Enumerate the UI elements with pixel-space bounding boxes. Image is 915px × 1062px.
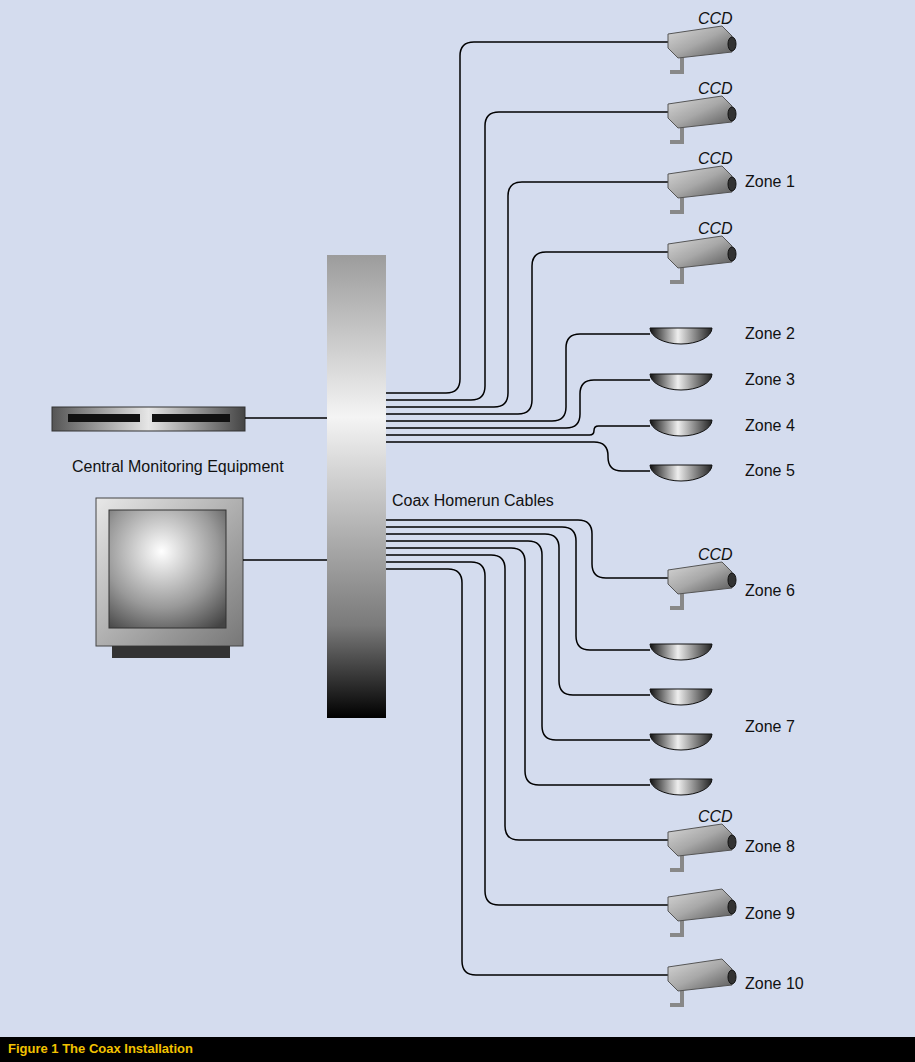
dome-shell <box>650 374 712 390</box>
zone-label: Zone 6 <box>745 582 795 600</box>
camera-type-label: CCD <box>698 80 733 98</box>
box-camera <box>668 959 736 1005</box>
zone-label: Zone 7 <box>745 718 795 736</box>
dome-shell <box>650 328 712 344</box>
camera-body <box>668 562 732 594</box>
camera-body <box>668 236 732 268</box>
box-camera <box>668 166 736 212</box>
distribution-panel <box>327 255 386 718</box>
box-camera <box>668 889 736 935</box>
dome-shell <box>650 689 712 705</box>
camera-type-label: CCD <box>698 808 733 826</box>
box-camera <box>668 824 736 870</box>
coax-cable <box>386 42 668 393</box>
coax-cable <box>386 334 650 421</box>
dome-shell <box>650 734 712 750</box>
coax-cable <box>386 442 650 471</box>
camera-type-label: CCD <box>698 546 733 564</box>
box-camera <box>668 26 736 72</box>
dome-camera <box>650 374 712 390</box>
coax-cable <box>386 569 668 975</box>
dome-camera <box>650 465 712 481</box>
recorder-cable <box>245 417 327 419</box>
dome-camera <box>650 420 712 436</box>
dome-shell <box>650 644 712 660</box>
dome-camera <box>650 734 712 750</box>
zone-label: Zone 8 <box>745 838 795 856</box>
dome-camera <box>650 328 712 344</box>
coax-cable <box>386 562 668 905</box>
camera-body <box>668 889 732 921</box>
camera-lens <box>728 970 736 984</box>
camera-body <box>668 166 732 198</box>
camera-type-label: CCD <box>698 220 733 238</box>
camera-lens <box>728 107 736 121</box>
recorder-unit <box>52 407 245 431</box>
zone-label: Central Monitoring Equipment <box>72 458 284 476</box>
camera-type-label: CCD <box>698 10 733 28</box>
coax-cable <box>386 252 668 414</box>
coax-cable <box>386 548 650 785</box>
dome-shell <box>650 779 712 795</box>
coax-cable <box>386 182 668 407</box>
camera-lens <box>728 247 736 261</box>
coax-cable <box>386 380 650 428</box>
coax-cable <box>386 541 650 740</box>
monitor-cable <box>243 559 327 561</box>
zone-label: Zone 9 <box>745 905 795 923</box>
camera-lens <box>728 37 736 51</box>
recorder-slot <box>152 414 230 422</box>
zone-label: Zone 1 <box>745 173 795 191</box>
coax-cable <box>386 555 668 840</box>
camera-body <box>668 26 732 58</box>
zone-label: Zone 5 <box>745 462 795 480</box>
monitor-housing <box>96 498 243 646</box>
camera-lens <box>728 900 736 914</box>
box-camera <box>668 562 736 608</box>
zone-label: Zone 10 <box>745 975 804 993</box>
camera-lens <box>728 835 736 849</box>
dome-shell <box>650 420 712 436</box>
camera-body <box>668 959 732 991</box>
figure-caption: Figure 1 The Coax Installation <box>8 1041 193 1057</box>
dome-shell <box>650 465 712 481</box>
recorder-slot <box>68 414 140 422</box>
coax-cable <box>386 426 650 435</box>
zone-label: Zone 2 <box>745 325 795 343</box>
coax-cable <box>386 534 650 695</box>
camera-body <box>668 96 732 128</box>
monitor-base <box>112 646 230 658</box>
dome-camera <box>650 644 712 660</box>
dome-camera <box>650 779 712 795</box>
box-camera <box>668 236 736 282</box>
monitor-screen <box>109 510 226 628</box>
zone-label: Coax Homerun Cables <box>392 492 554 510</box>
camera-type-label: CCD <box>698 150 733 168</box>
coax-cable <box>386 527 650 650</box>
camera-lens <box>728 177 736 191</box>
camera-body <box>668 824 732 856</box>
box-camera <box>668 96 736 142</box>
dome-camera <box>650 689 712 705</box>
zone-label: Zone 4 <box>745 417 795 435</box>
coax-cable <box>386 112 668 400</box>
camera-lens <box>728 573 736 587</box>
zone-label: Zone 3 <box>745 371 795 389</box>
